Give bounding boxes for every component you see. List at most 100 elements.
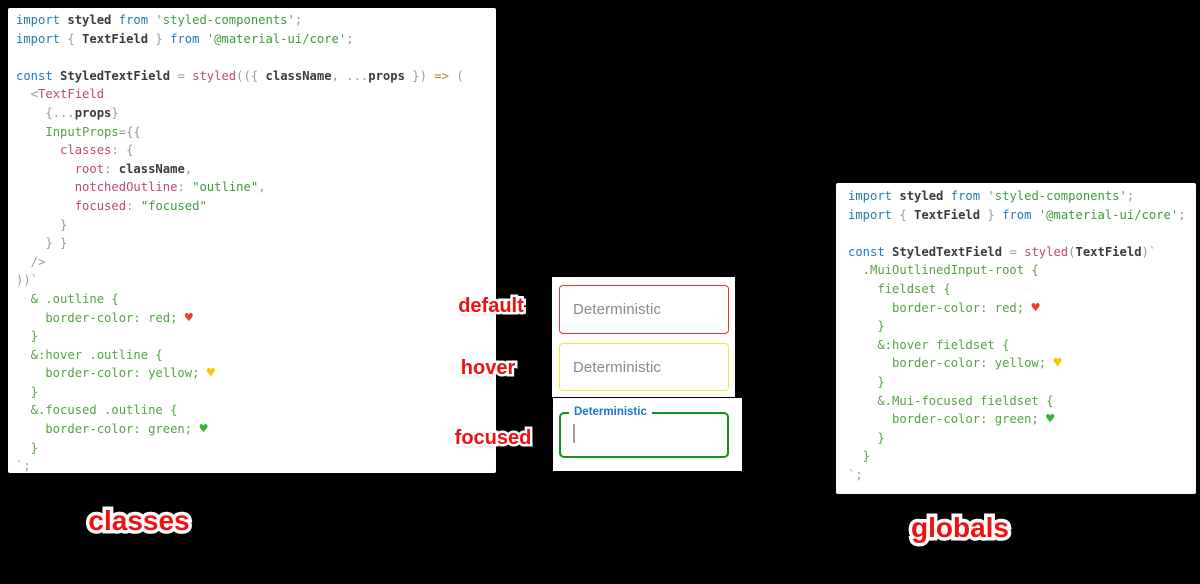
code-token: }: [16, 440, 39, 455]
code-token: border-color: yellow;: [848, 356, 1054, 371]
code-token: fieldset {: [848, 281, 951, 296]
code-token: border-color: red;: [16, 310, 185, 325]
code-token: from: [118, 13, 149, 27]
caption-globals: globals: [911, 512, 1009, 544]
code-token: }: [848, 319, 885, 334]
code-token: 'styled-components': [148, 13, 295, 27]
code-token: styled: [1024, 244, 1069, 259]
code-line: }: [848, 317, 1193, 336]
code-line: root: className,: [16, 160, 492, 179]
code-token: :: [104, 161, 119, 176]
code-token: root: [74, 161, 105, 176]
code-token: 'styled-components': [980, 189, 1127, 203]
code-token: '@material-ui/core': [199, 31, 347, 46]
code-line: }: [848, 447, 1193, 466]
code-line: fieldset {: [848, 280, 1193, 299]
code-line: focused: "focused": [16, 197, 492, 216]
yellow-heart-icon: ♥: [206, 365, 215, 382]
code-token: from: [1002, 207, 1032, 222]
code-token: StyledTextField: [884, 244, 1010, 259]
code-token: TextField: [1075, 244, 1142, 259]
code-token: [16, 143, 60, 157]
code-line: import { TextField } from '@material-ui/…: [16, 30, 492, 49]
code-token: }: [848, 449, 871, 464]
code-token: =: [1009, 244, 1025, 259]
code-token: }: [16, 384, 39, 399]
code-line: const StyledTextField = styled(TextField…: [848, 243, 1193, 262]
code-block-classes: import styled from 'styled-components';i…: [8, 8, 496, 473]
code-token: (({: [236, 68, 266, 83]
code-token: [16, 162, 75, 176]
code-token: }): [404, 68, 435, 83]
code-line: [848, 224, 1193, 243]
code-token: from: [950, 189, 981, 203]
code-token: ,: [184, 161, 193, 176]
code-token: &.Mui-focused fieldset {: [848, 393, 1054, 408]
code-token: =: [177, 68, 193, 83]
code-token: &.focused .outline {: [16, 403, 178, 418]
code-token: StyledTextField: [52, 68, 178, 83]
code-line: }: [16, 216, 492, 235]
code-line: `;: [848, 466, 1193, 485]
code-token: }: [111, 105, 119, 120]
code-token: notchedOutline: [74, 180, 178, 195]
textfield-placeholder: Deterministic: [573, 358, 661, 376]
code-line: border-color: green; ♥: [848, 410, 1193, 429]
code-token: {...: [16, 105, 75, 120]
code-token: } }: [16, 236, 68, 251]
code-token: border-color: green;: [16, 422, 200, 437]
code-line: />: [16, 253, 492, 272]
textfield-hover-state[interactable]: Deterministic: [559, 343, 729, 391]
code-line: }: [848, 373, 1193, 392]
code-token: [16, 180, 75, 194]
code-token: : {: [111, 143, 134, 158]
code-token: border-color: yellow;: [16, 366, 207, 381]
code-token: TextField: [914, 207, 981, 222]
code-line: const StyledTextField = styled(({ classN…: [16, 67, 492, 86]
textfield-focused-state[interactable]: Deterministic: [559, 405, 729, 458]
code-token: TextField: [82, 31, 149, 46]
code-line: .MuiOutlinedInput-root {: [848, 261, 1193, 280]
code-line: &:hover fieldset {: [848, 336, 1193, 355]
code-token: )`: [1141, 244, 1157, 259]
code-token: from: [170, 31, 200, 46]
state-label-default: default: [458, 295, 524, 318]
code-line: }: [16, 383, 492, 402]
code-token: props: [368, 68, 405, 83]
code-token: <: [16, 87, 39, 102]
code-token: import: [16, 31, 61, 46]
code-token: [16, 199, 75, 213]
code-token: &:hover .outline {: [16, 347, 163, 362]
code-token: styled: [192, 68, 237, 83]
code-token: {: [892, 207, 915, 222]
code-token: className: [118, 161, 185, 176]
code-token: ={{: [118, 124, 141, 139]
code-token: props: [74, 105, 112, 120]
code-line: import styled from 'styled-components';: [16, 11, 492, 30]
code-line: [16, 48, 492, 67]
code-line: &:hover .outline {: [16, 346, 492, 365]
code-line: &.Mui-focused fieldset {: [848, 392, 1193, 411]
red-heart-icon: ♥: [184, 309, 193, 326]
code-line: `;: [16, 457, 492, 476]
textfield-default-state[interactable]: Deterministic: [559, 285, 729, 334]
code-token: & .outline {: [16, 291, 119, 306]
code-token: TextField: [38, 87, 105, 102]
code-token: />: [16, 254, 46, 269]
text-cursor: [573, 424, 575, 443]
code-line: border-color: green; ♥: [16, 420, 492, 439]
code-token: import: [848, 189, 893, 203]
code-token: }: [980, 207, 1003, 222]
code-token: ,: [258, 180, 266, 195]
code-token: styled: [892, 189, 951, 203]
code-token: }: [148, 31, 171, 46]
state-label-focused: focused: [455, 427, 532, 450]
code-token: , ...: [331, 68, 369, 83]
code-line: border-color: red; ♥: [848, 299, 1193, 318]
yellow-heart-icon: ♥: [1053, 355, 1062, 372]
code-token: {: [60, 31, 83, 46]
code-token: :: [126, 198, 141, 213]
code-line: }: [16, 439, 492, 458]
code-token: import: [16, 13, 61, 27]
code-line: <TextField: [16, 85, 492, 104]
